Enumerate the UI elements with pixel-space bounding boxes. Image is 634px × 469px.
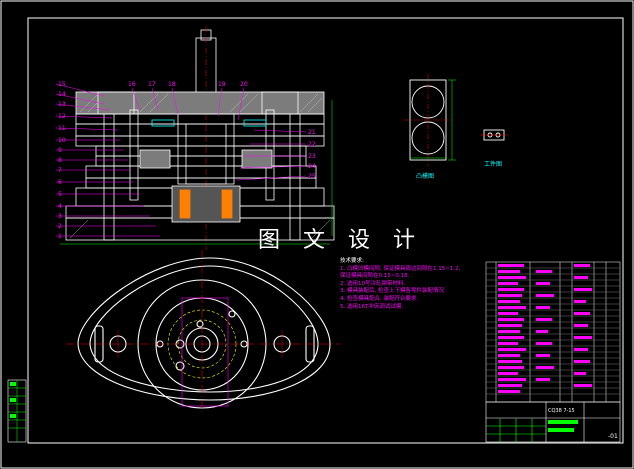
- part-number: 19: [218, 81, 226, 88]
- part-number: 20: [240, 81, 248, 88]
- title-block: [485, 401, 621, 443]
- note-line: 保证模具间隙在0.15~0.18.: [340, 273, 410, 280]
- part-number: 23: [308, 153, 316, 160]
- part-number: 25: [308, 173, 316, 180]
- part-number: 5: [58, 191, 62, 198]
- parts-list: [485, 261, 621, 403]
- note-line: 3. 模具装配后, 检查上下模各零件装配情况.: [340, 288, 446, 295]
- part-number: 2: [58, 223, 62, 230]
- part-number: 21: [308, 129, 316, 136]
- watermark: 图 文 设 计: [258, 228, 423, 253]
- part-number: 3: [58, 213, 62, 220]
- part-number: 1: [58, 233, 62, 240]
- note-line: 2. 选用10号冷轧钢带材料.: [340, 280, 406, 287]
- note-line: 4. 检查模具配合, 装配符合要求.: [340, 295, 419, 302]
- note-line: 5. 选用16T冲床调试试模.: [340, 303, 404, 310]
- part-number: 16: [128, 81, 136, 88]
- note-line: 1. 凸模凹模间隙, 保证模具周边间隙在1.15~1.2,: [340, 265, 461, 272]
- part-number: 7: [58, 167, 62, 174]
- drawing-code: CQ38 7-15: [548, 408, 575, 414]
- technical-notes: 技术要求: 1. 凸模凹模间隙, 保证模具周边间隙在1.15~1.2, 保证模具…: [340, 258, 480, 311]
- part-number: 4: [58, 203, 62, 210]
- part-number: 8: [58, 157, 62, 164]
- leader-lines-right: [235, 129, 307, 181]
- part-number: 9: [58, 147, 62, 154]
- leader-lines-top: [131, 87, 245, 121]
- plan-view: [66, 250, 340, 412]
- leader-lines-left: [55, 83, 160, 237]
- sheet-number: -01: [608, 433, 618, 440]
- section-label-right: 工件图: [484, 160, 502, 168]
- part-number: 15: [58, 81, 66, 88]
- part-number: 11: [58, 125, 66, 132]
- punch-detail-view: [404, 74, 456, 166]
- part-number: 10: [58, 137, 66, 144]
- part-number: 13: [58, 101, 66, 108]
- part-number: 24: [308, 163, 316, 170]
- revision-strip: [7, 379, 27, 443]
- workpiece-view: [480, 129, 508, 141]
- part-number: 14: [58, 91, 66, 98]
- part-number: 22: [308, 141, 316, 148]
- notes-heading: 技术要求:: [340, 258, 364, 264]
- part-number: 17: [148, 81, 156, 88]
- part-number: 18: [168, 81, 176, 88]
- section-label-left: 凸模图: [416, 172, 434, 180]
- part-number-labels-left: 15 14 13 12 11 10 9 8 7 6 5 4 3 2 1: [58, 81, 66, 240]
- part-number-labels-top: 16 17 18 19 20: [128, 81, 248, 88]
- section-view: [60, 26, 335, 250]
- part-number: 12: [58, 113, 66, 120]
- inner-border: [27, 17, 624, 444]
- part-number-labels-right: 21 22 23 24 25: [308, 129, 316, 180]
- part-number: 6: [58, 179, 62, 186]
